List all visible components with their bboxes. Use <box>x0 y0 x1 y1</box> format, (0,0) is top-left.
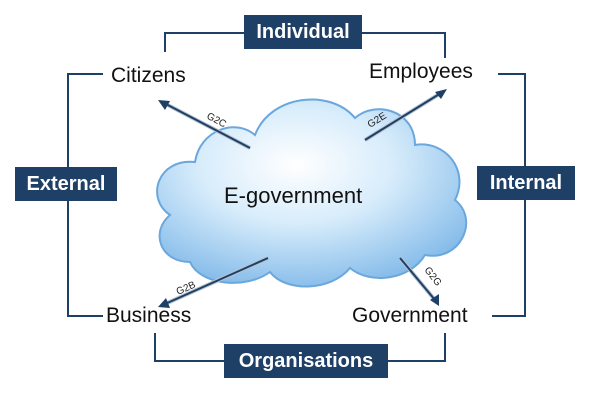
group-organisations: Organisations <box>224 344 388 378</box>
group-individual: Individual <box>244 15 362 49</box>
actor-citizens: Citizens <box>111 64 186 87</box>
cloud-shape <box>156 98 468 288</box>
frame-lines <box>67 32 526 362</box>
group-external: External <box>15 167 117 201</box>
arrow-g2g <box>398 256 439 306</box>
arrow-g2c <box>158 100 251 150</box>
arrow-g2e <box>363 89 447 142</box>
arrow-g2b <box>158 256 269 308</box>
center-label-e-government: E-government <box>224 183 363 208</box>
actor-government: Government <box>352 304 468 327</box>
actor-business: Business <box>106 304 192 327</box>
actor-employees: Employees <box>369 60 473 83</box>
group-internal: Internal <box>477 166 575 200</box>
